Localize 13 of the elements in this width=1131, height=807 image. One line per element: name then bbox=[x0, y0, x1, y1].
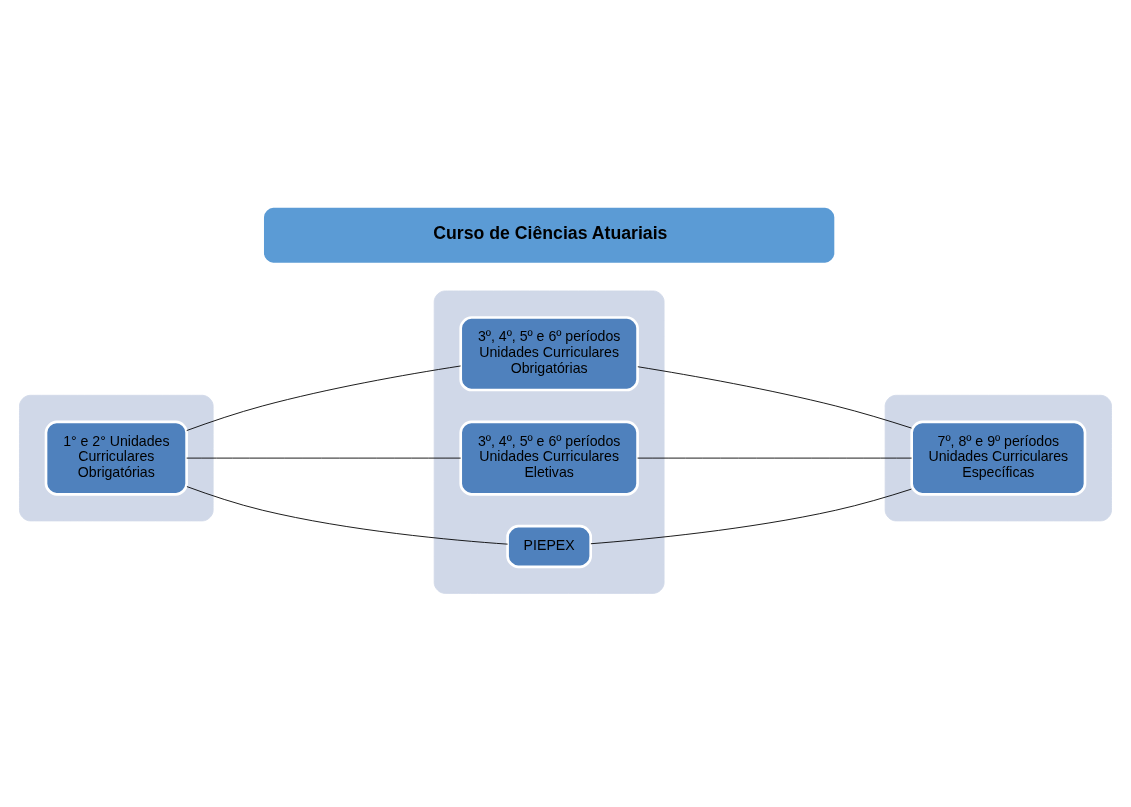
cluster bbox=[433, 290, 665, 594]
connector bbox=[590, 488, 912, 545]
node-box: 1° e 2° Unidades Curriculares Obrigatórias bbox=[44, 420, 188, 496]
connector bbox=[186, 365, 461, 431]
node-box: Curso de Ciências Atuariais bbox=[261, 205, 837, 266]
node-box: 3º, 4º, 5º e 6º períodos Unidades Curriculares Eletivas bbox=[459, 420, 639, 496]
cluster bbox=[19, 394, 214, 522]
connector bbox=[186, 486, 508, 545]
node-box: 3º, 4º, 5º e 6º períodos Unidades Curriculares Obrigatórias bbox=[459, 316, 639, 392]
cluster bbox=[884, 394, 1112, 522]
node-box: 7º, 8º e 9º períodos Unidades Curriculares Específicas bbox=[910, 420, 1087, 496]
node-box: PIEPEX bbox=[506, 524, 593, 569]
connector bbox=[637, 366, 912, 429]
